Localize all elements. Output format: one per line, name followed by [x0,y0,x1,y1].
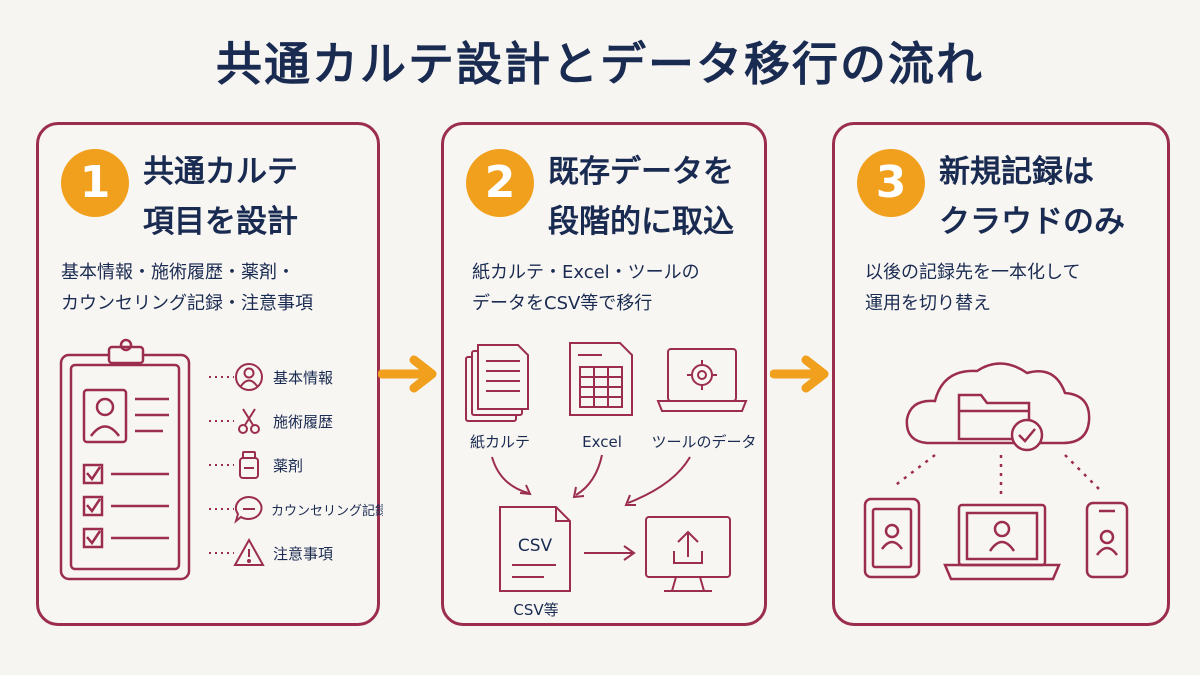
migration-illustration: CSV 紙カルテ Excel ツールのデータ CSV等 [465,342,757,619]
cloud-icon [905,362,1091,445]
laptop-gear-icon [656,348,748,412]
step-description: 以後の記録先を一本化して 運用を切り替え [865,262,1081,314]
step-number-badge: 1 [61,149,129,217]
spreadsheet-icon [569,342,633,416]
page-title: 共通カルテ設計とデータ移行の流れ [216,37,984,91]
csv-file-icon [499,506,571,592]
step-number-badge: 2 [466,149,534,217]
upload-monitor-icon [645,516,731,592]
speech-bubble-icon [234,495,263,524]
item-label: 基本情報 [273,369,333,387]
tablet-icon [863,497,921,579]
item-label: カウンセリング記録 [271,503,383,519]
laptop-icon [943,503,1061,581]
item-label: 薬剤 [273,457,303,475]
step-number-badge: 3 [857,149,925,217]
paper-stack-icon [465,344,529,422]
chart-illustration: 基本情報 施術履歴 薬剤 カウンセリング記録 注意事項 [59,338,383,581]
step-1-panel: 1 共通カルテ 項目を設計 基本情報・施術履歴・薬剤・ カウンセリング記録・注意… [36,122,383,626]
scissors-icon [238,408,260,434]
bottle-icon [239,451,259,479]
step-heading: 新規記録は クラウドのみ [939,154,1125,240]
warning-icon [233,537,265,566]
clipboard-icon [59,338,191,581]
cloud-illustration [863,362,1129,581]
smartphone-icon [1085,501,1129,579]
step-2-panel: 2 既存データを 段階的に取込 紙カルテ・Excel・ツールの データをCSV等… [441,122,767,626]
source-label: 紙カルテ [470,433,530,451]
step-heading: 共通カルテ 項目を設計 [143,154,298,240]
csv-icon-text: CSV [518,536,553,556]
flow-arrow [378,355,437,393]
source-label: Excel [582,433,622,451]
person-icon [235,363,263,391]
step-3-panel: 3 新規記録は クラウドのみ 以後の記録先を一本化して 運用を切り替え [832,122,1170,626]
step-description: 紙カルテ・Excel・ツールの データをCSV等で移行 [472,262,700,314]
source-label: ツールのデータ [651,433,756,451]
step-description: 基本情報・施術履歴・薬剤・ カウンセリング記録・注意事項 [61,262,313,314]
item-label: 注意事項 [273,545,333,563]
csv-label: CSV等 [513,601,558,619]
item-label: 施術履歴 [273,413,333,431]
flow-arrow [770,355,829,393]
folder-check-icon [957,393,1044,452]
step-heading: 既存データを 段階的に取込 [548,154,734,240]
